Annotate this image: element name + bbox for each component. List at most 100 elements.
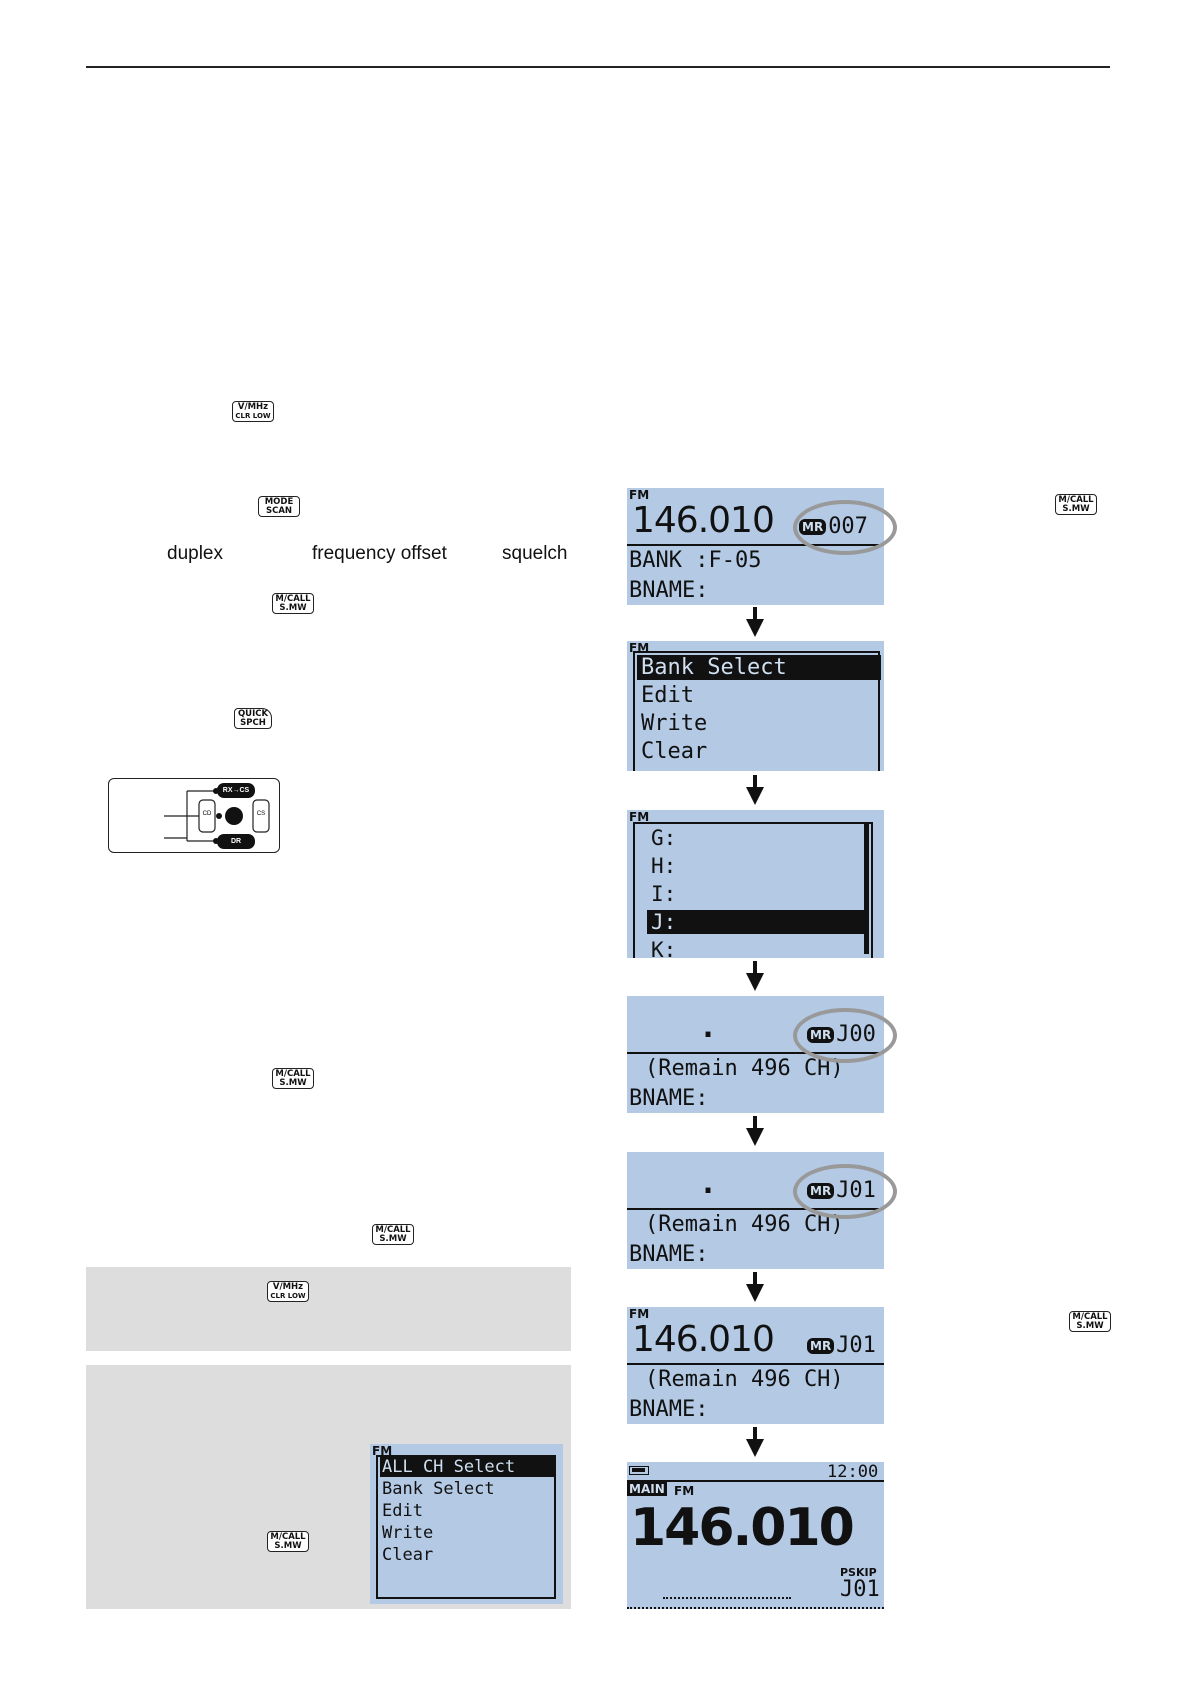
key-sublabel: S.MW: [274, 1541, 302, 1551]
clock-readout: 12:00: [827, 1462, 879, 1482]
bottom-dotted-line: [627, 1605, 884, 1609]
bname-line: BNAME:: [629, 1397, 709, 1422]
mode-fm-label: FM: [629, 1307, 650, 1321]
blank-frequency-dot: .: [699, 1010, 718, 1045]
key-sublabel: CLR LOW: [270, 1292, 306, 1300]
dpad-top-label: RX→CS: [217, 783, 255, 798]
highlight-ellipse: [793, 500, 897, 555]
word-frequency-offset: frequency offset: [312, 543, 447, 564]
word-duplex: duplex: [167, 543, 223, 564]
list-item-selected: J:: [647, 910, 865, 934]
menu-frame: [376, 1455, 556, 1599]
key-label: M/CALL: [375, 1225, 411, 1235]
key-label: QUICK: [237, 709, 269, 719]
list-item: K:: [651, 938, 677, 958]
key-sublabel: SPCH: [240, 718, 266, 728]
dpad-left-label: CD: [202, 811, 212, 817]
lcd-standby-display: 12:00 MAIN FM 146.010 PSKIP J01: [627, 1462, 884, 1609]
dpad-illustration: RX→CS DR CD CS: [108, 778, 280, 853]
highlight-ellipse: [793, 1008, 897, 1063]
bname-line: BNAME:: [629, 1242, 709, 1267]
highlight-ellipse: [793, 1164, 897, 1219]
main-band-badge: MAIN: [627, 1482, 667, 1496]
s-meter: [663, 1594, 791, 1599]
remain-line: (Remain 496 CH): [645, 1212, 844, 1237]
divider: [627, 1208, 884, 1210]
menu-item-clear: Clear: [641, 739, 708, 764]
channel-number: J01: [840, 1577, 880, 1602]
bname-line: BNAME:: [629, 1086, 709, 1111]
key-label: V/MHz: [272, 1282, 304, 1292]
lcd-all-ch-menu: FM ALL CH Select Bank Select Edit Write …: [370, 1444, 563, 1604]
menu-item-all-ch-select: ALL CH Select: [380, 1457, 554, 1477]
key-sublabel: CLR LOW: [235, 412, 271, 420]
battery-icon: [629, 1466, 649, 1475]
channel-number: J01: [836, 1333, 876, 1358]
scrollbar: [864, 824, 869, 954]
key-sublabel: S.MW: [379, 1234, 407, 1244]
top-rule: [86, 66, 1110, 68]
frequency-readout: 146.010: [632, 1319, 775, 1360]
menu-item-write: Write: [382, 1523, 434, 1543]
mode-fm-label: FM: [629, 810, 650, 824]
key-sublabel: S.MW: [279, 603, 307, 613]
mode-fm-label: FM: [674, 1484, 695, 1498]
list-frame: [633, 822, 873, 958]
list-item: I:: [651, 882, 677, 906]
divider: [627, 1480, 884, 1482]
blank-frequency-dot: .: [699, 1166, 718, 1201]
key-label: V/MHz: [237, 402, 269, 412]
key-label: M/CALL: [275, 1069, 311, 1079]
divider: [627, 544, 884, 546]
lcd-bank-list: FM G: H: I: J: K:: [627, 810, 884, 958]
dpad-lines-icon: [164, 788, 270, 844]
key-sublabel: S.MW: [1062, 504, 1090, 514]
mode-fm-label: FM: [372, 1444, 393, 1458]
frequency-readout: 146.010: [630, 1498, 855, 1558]
list-item: H:: [651, 854, 677, 878]
divider: [627, 1052, 884, 1054]
menu-item-edit: Edit: [641, 683, 694, 708]
mode-fm-label: FM: [629, 488, 650, 502]
key-label: M/CALL: [1072, 1312, 1108, 1322]
key-label: MODE: [264, 497, 294, 507]
key-sublabel: S.MW: [279, 1078, 307, 1088]
key-label: M/CALL: [270, 1532, 306, 1542]
dpad-bottom-label: DR: [217, 834, 255, 849]
menu-item-write: Write: [641, 711, 708, 736]
pskip-indicator: PSKIP: [840, 1566, 877, 1579]
dpad-right-label: CS: [256, 811, 266, 817]
mr-badge: MR: [807, 1338, 835, 1354]
menu-item-bank-select: Bank Select: [637, 655, 881, 680]
key-sublabel: S.MW: [1076, 1321, 1104, 1331]
menu-frame: [633, 651, 880, 771]
menu-item-clear: Clear: [382, 1545, 434, 1565]
divider: [627, 1363, 884, 1365]
word-squelch: squelch: [502, 543, 568, 564]
bank-line: BANK :F-05: [629, 548, 762, 573]
key-label: M/CALL: [1058, 495, 1094, 505]
remain-line: (Remain 496 CH): [645, 1367, 844, 1392]
remain-line: (Remain 496 CH): [645, 1056, 844, 1081]
key-label: M/CALL: [275, 594, 311, 604]
key-sublabel: SCAN: [265, 506, 293, 516]
menu-item-bank-select: Bank Select: [382, 1479, 495, 1499]
bname-line: BNAME:: [629, 578, 709, 603]
menu-item-edit: Edit: [382, 1501, 423, 1521]
frequency-readout: 146.010: [632, 500, 775, 541]
